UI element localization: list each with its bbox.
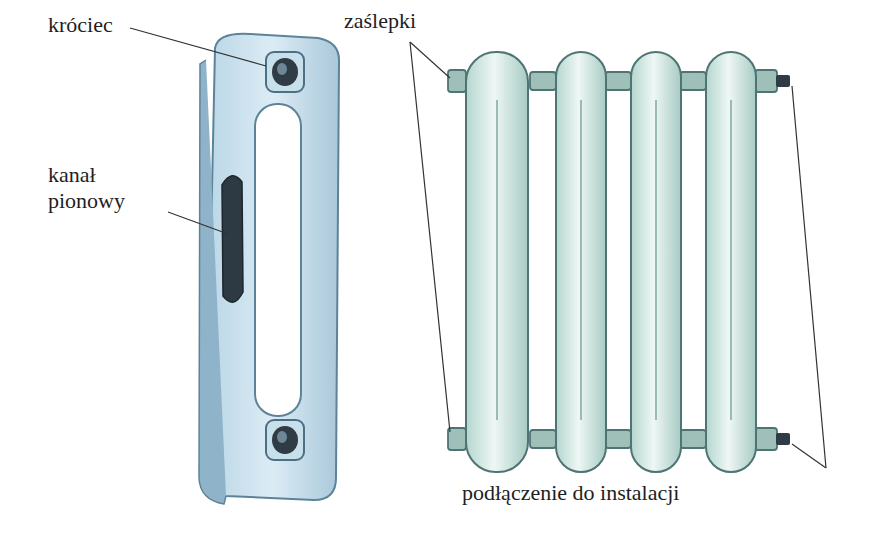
leader-lines (130, 28, 826, 468)
part-label: zaślepki (344, 8, 416, 34)
part-label: króciec (48, 12, 113, 38)
part-label: kanał pionowy (48, 162, 168, 214)
radiator-section (199, 34, 339, 504)
radiator-assembly (448, 52, 790, 472)
part-label: podłączenie do instalacji (462, 480, 679, 506)
